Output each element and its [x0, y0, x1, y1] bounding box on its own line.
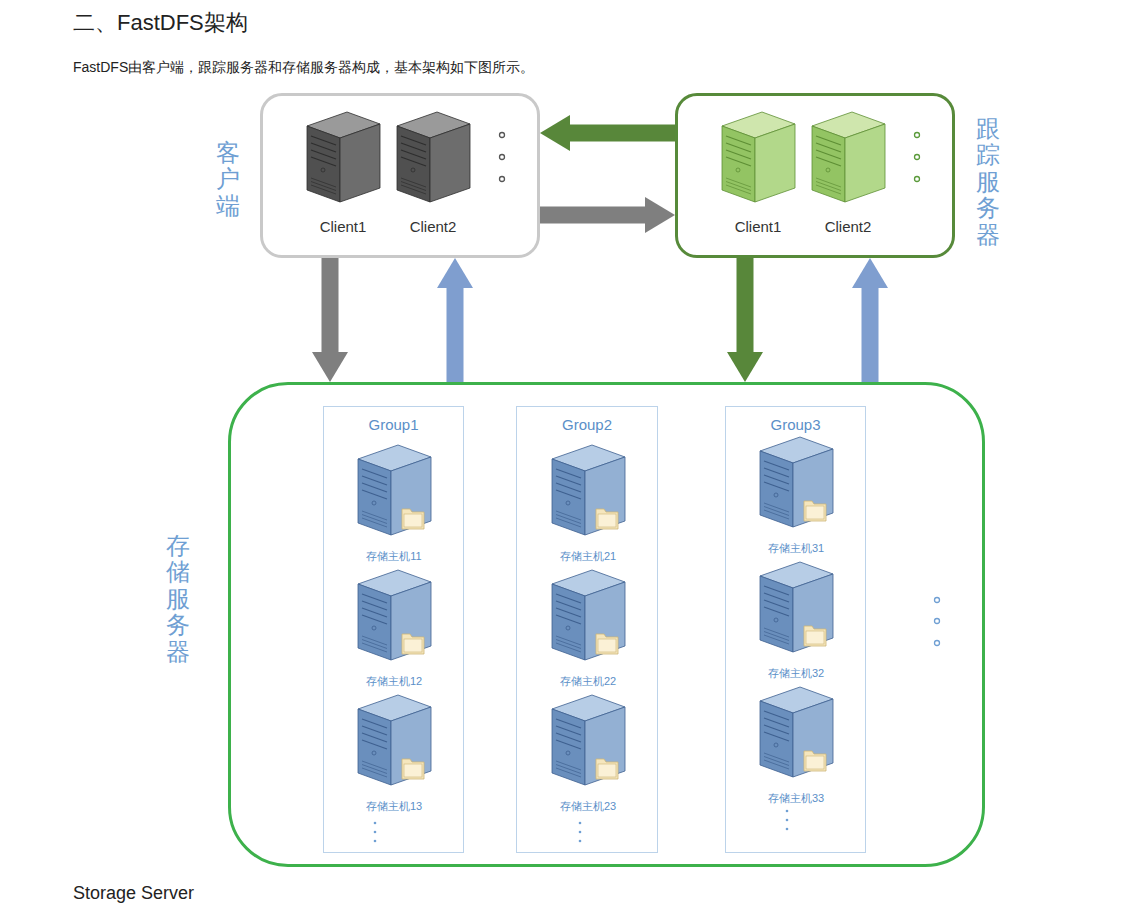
- flow-arrow: [540, 115, 675, 151]
- region-label: 跟踪服务器: [976, 116, 1000, 248]
- server-icon: [808, 106, 888, 206]
- group-title: Group3: [726, 416, 865, 433]
- storage-host: 存储主机32: [756, 556, 836, 681]
- storage-host: 存储主机21: [548, 439, 628, 564]
- flow-arrow: [727, 258, 763, 382]
- server-icon: [548, 439, 628, 539]
- region-box: 存储服务器Group1存储主机11存储主机12存储主机13Group2存储主机2…: [228, 382, 985, 867]
- arrow-head: [312, 352, 348, 382]
- host-label: 存储主机33: [736, 791, 856, 806]
- storage-host: 存储主机31: [756, 431, 836, 556]
- arrow-head: [727, 352, 763, 382]
- server-icon: [756, 556, 836, 656]
- host-label: 存储主机13: [334, 799, 454, 814]
- storage-host: 存储主机11: [354, 439, 434, 564]
- server-icon: [303, 106, 383, 206]
- server-label: Client1: [698, 218, 818, 235]
- server-icon: [756, 431, 836, 531]
- storage-host: 存储主机13: [354, 689, 434, 814]
- arrow-head: [437, 258, 473, 288]
- arrow-shaft: [447, 288, 464, 382]
- server-label: Client2: [373, 218, 493, 235]
- region-label: 客户端: [216, 140, 240, 219]
- flow-arrow: [852, 258, 888, 382]
- more-clients-dots: [500, 133, 505, 182]
- flow-arrow: [437, 258, 473, 382]
- more-groups-dots: [935, 598, 940, 646]
- group-column: Group3存储主机31存储主机32存储主机33: [725, 406, 866, 853]
- group-title: Group2: [517, 416, 657, 433]
- flow-arrow: [540, 197, 675, 233]
- server-icon: [548, 564, 628, 664]
- host-label: 存储主机23: [528, 799, 648, 814]
- server-icon: [354, 689, 434, 789]
- server-icon: [354, 564, 434, 664]
- server-node: Client1: [303, 106, 383, 235]
- flow-arrow: [312, 258, 348, 382]
- arrow-shaft: [737, 258, 754, 352]
- arrow-shaft: [322, 258, 339, 352]
- host-label: 存储主机11: [334, 549, 454, 564]
- server-icon: [718, 106, 798, 206]
- region-box: 跟踪服务器Client1Client2: [675, 93, 955, 258]
- region-label: 存储服务器: [166, 533, 190, 665]
- intro-paragraph: FastDFS由客户端，跟踪服务器和存储服务器构成，基本架构如下图所示。: [73, 59, 534, 77]
- group-column: Group2存储主机21存储主机22存储主机23: [516, 406, 658, 853]
- server-node: Client2: [393, 106, 473, 235]
- server-icon: [354, 439, 434, 539]
- server-icon: [393, 106, 473, 206]
- group-column: Group1存储主机11存储主机12存储主机13: [323, 406, 464, 853]
- arrow-head: [540, 115, 570, 151]
- server-icon: [756, 681, 836, 781]
- storage-host: 存储主机33: [756, 681, 836, 806]
- server-node: Client2: [808, 106, 888, 235]
- arrow-head: [852, 258, 888, 288]
- arrow-shaft: [570, 125, 675, 142]
- storage-host: 存储主机23: [548, 689, 628, 814]
- more-trackers-dots: [915, 133, 920, 182]
- more-hosts-dots: [374, 810, 789, 843]
- arrow-shaft: [862, 288, 879, 382]
- server-node: Client1: [718, 106, 798, 235]
- host-label: 存储主机22: [528, 674, 648, 689]
- storage-host: 存储主机22: [548, 564, 628, 689]
- server-label: Client1: [283, 218, 403, 235]
- server-label: Client2: [788, 218, 908, 235]
- server-icon: [548, 689, 628, 789]
- host-label: 存储主机32: [736, 666, 856, 681]
- region-box: 客户端Client1Client2: [260, 93, 540, 258]
- arrow-head: [645, 197, 675, 233]
- host-label: 存储主机12: [334, 674, 454, 689]
- arrow-shaft: [540, 207, 645, 224]
- group-title: Group1: [324, 416, 463, 433]
- section-heading: Storage Server: [73, 883, 194, 904]
- page-title: 二、FastDFS架构: [73, 8, 248, 38]
- host-label: 存储主机31: [736, 541, 856, 556]
- storage-host: 存储主机12: [354, 564, 434, 689]
- host-label: 存储主机21: [528, 549, 648, 564]
